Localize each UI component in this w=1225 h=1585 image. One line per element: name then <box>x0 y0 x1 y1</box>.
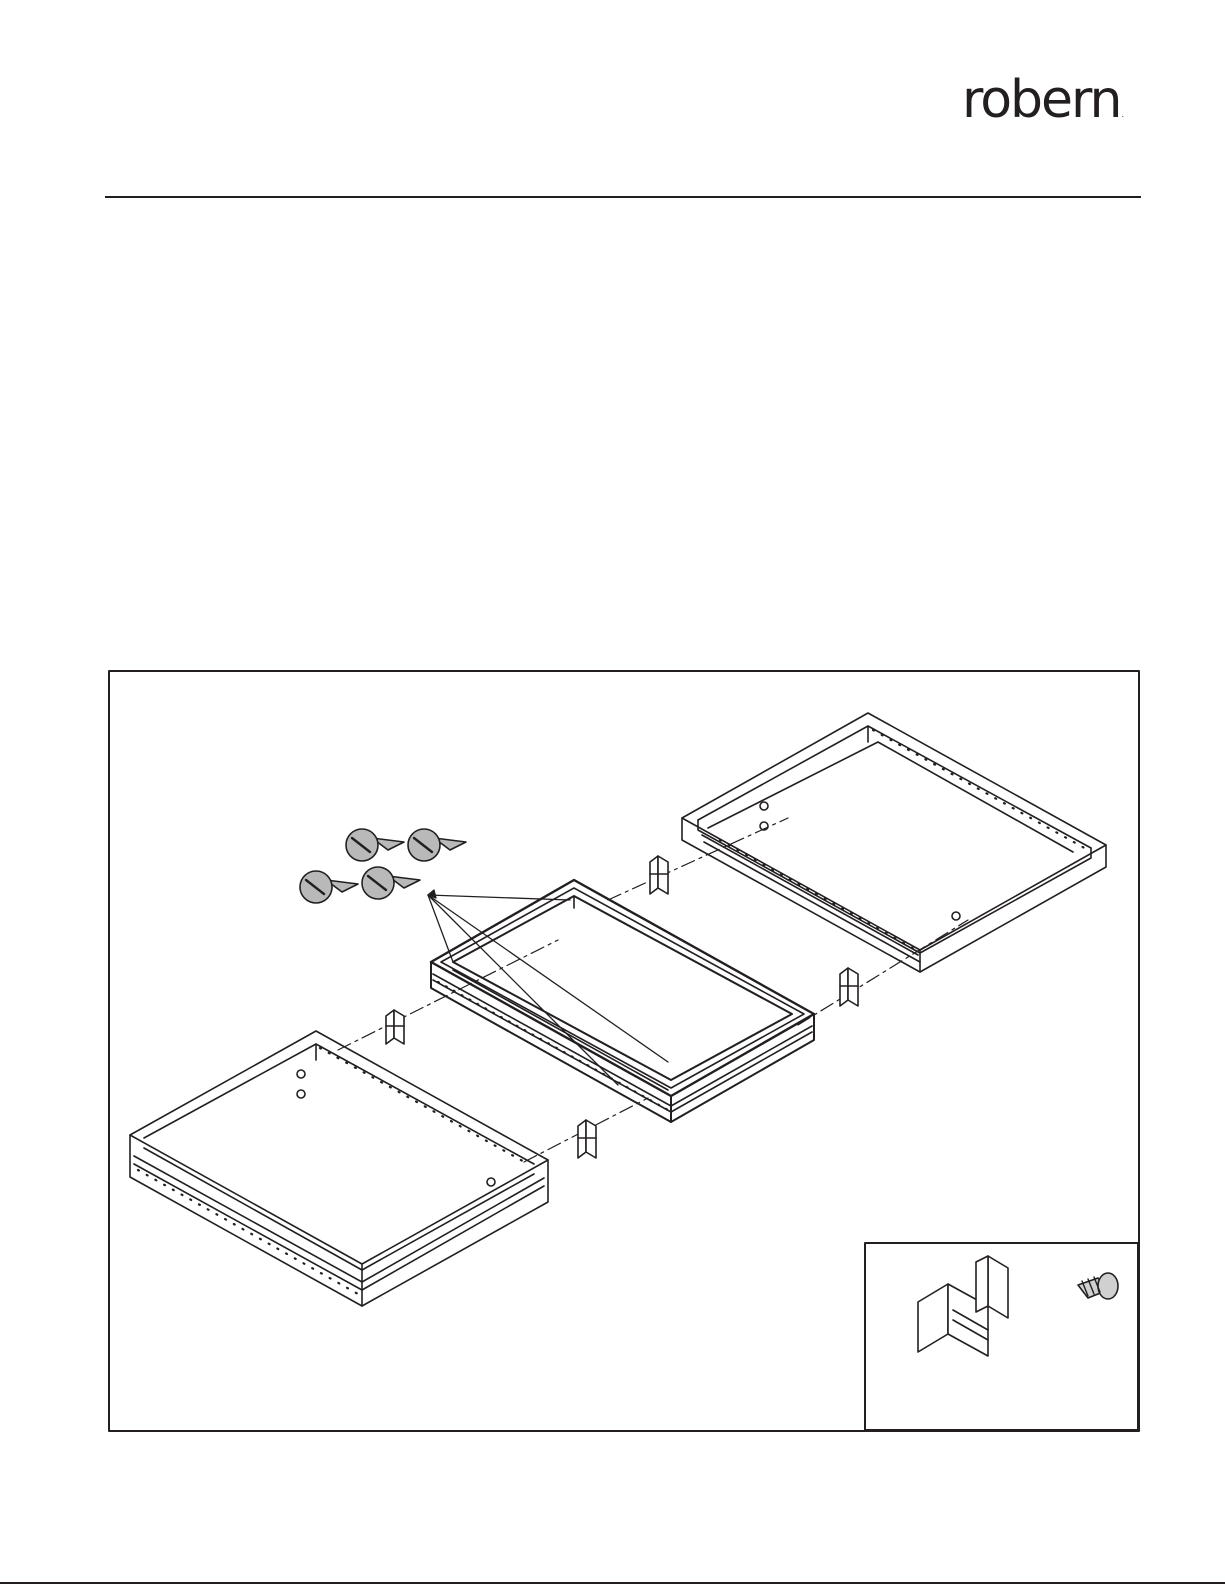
inset-joiner-clip <box>918 1256 1008 1356</box>
joiner-clip-left-bottom <box>578 1120 596 1158</box>
right-cabinet <box>682 713 1106 972</box>
inset-screw <box>1078 1273 1118 1299</box>
brand-name: robern <box>962 70 1120 130</box>
left-cabinet <box>130 1031 548 1306</box>
exploded-assembly-figure <box>108 670 1140 1432</box>
robern-logo: robern. <box>962 70 1152 130</box>
joiner-clip-left-top <box>386 1010 404 1044</box>
header-divider <box>105 196 1141 198</box>
filler-frame <box>431 880 814 1122</box>
footer-divider <box>0 1582 1225 1584</box>
screw-3 <box>300 871 358 903</box>
screw-1 <box>346 829 404 861</box>
registered-mark: . <box>1121 110 1124 119</box>
screw-4 <box>362 867 420 899</box>
joiner-clip-right-bottom <box>840 968 858 1006</box>
screw-2 <box>408 829 466 861</box>
joiner-clip-right-top <box>650 856 668 894</box>
